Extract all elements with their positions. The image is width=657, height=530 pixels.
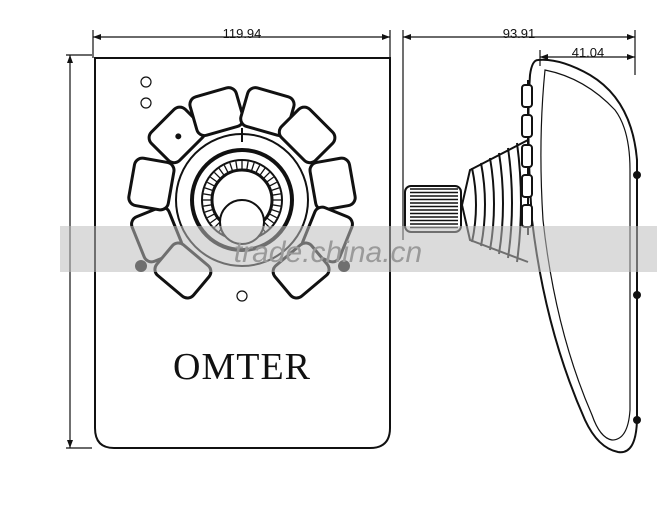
front-width-dimension: 119.94 xyxy=(92,26,391,58)
key-button xyxy=(127,156,176,212)
side-top-dimension: 41.04 xyxy=(539,45,635,66)
side-depth-label: 93.91 xyxy=(503,26,536,41)
key-button xyxy=(308,156,357,212)
side-keys xyxy=(521,84,533,228)
side-top-label: 41.04 xyxy=(572,45,605,60)
key-button xyxy=(188,86,245,138)
front-body-outline xyxy=(94,57,391,449)
joystick-side-knob xyxy=(404,185,462,233)
indicator-led-2 xyxy=(140,97,152,109)
side-foot-1 xyxy=(633,171,641,179)
side-depth-dimension: 93.91 xyxy=(402,26,636,240)
side-foot-3 xyxy=(633,416,641,424)
watermark-text: trade.china.cn xyxy=(234,236,422,269)
watermark-band xyxy=(60,226,657,272)
key-button xyxy=(277,105,337,165)
indicator-led-bottom xyxy=(236,290,248,302)
front-width-label: 119.94 xyxy=(223,26,262,41)
indicator-led-1 xyxy=(140,76,152,88)
side-foot-2 xyxy=(633,291,641,299)
side-housing-inner xyxy=(540,69,631,441)
brand-name: OMTER xyxy=(173,346,311,388)
watermark: trade.china.cn xyxy=(60,226,657,272)
